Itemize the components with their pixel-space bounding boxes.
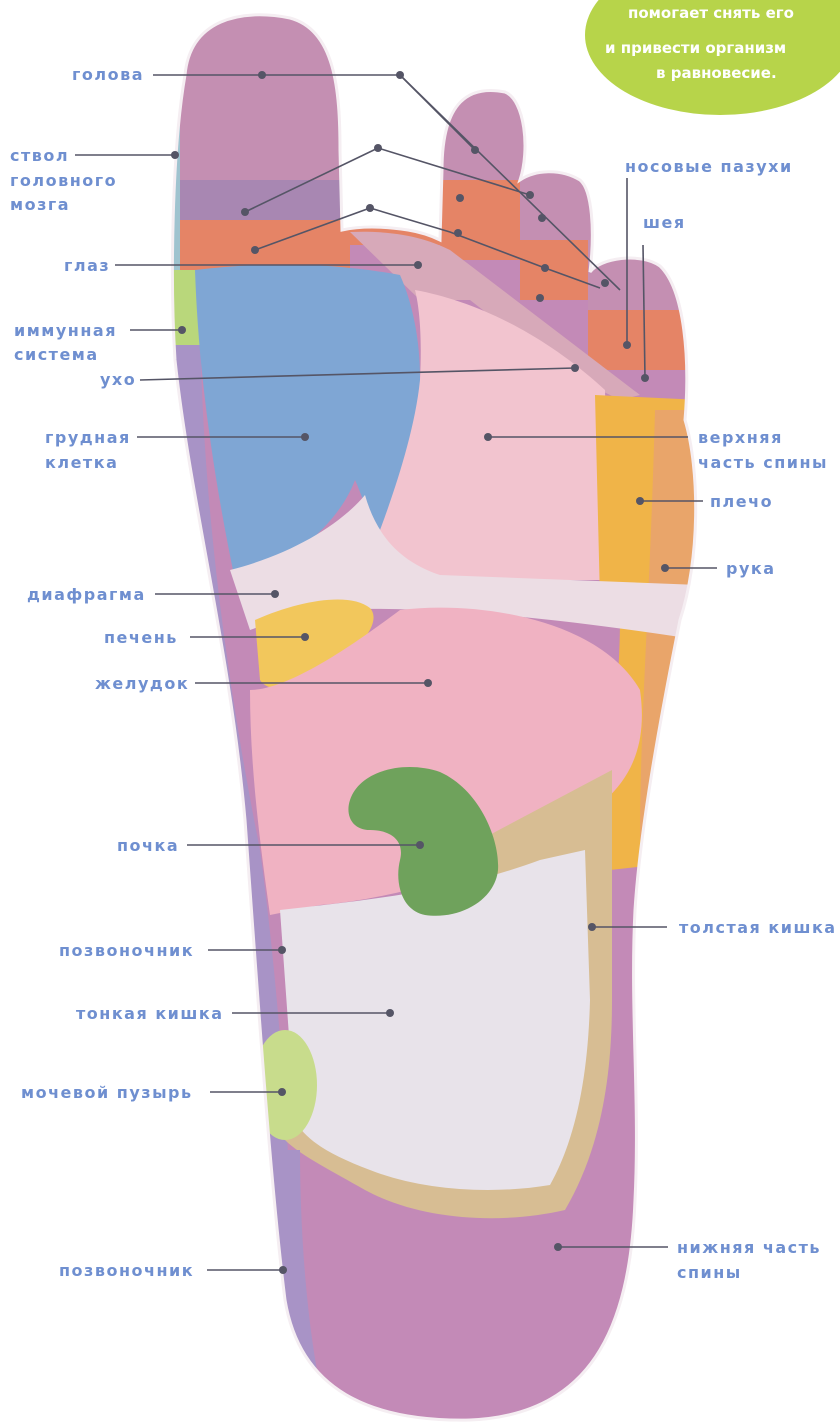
- label-zheludok: желудок: [95, 672, 189, 695]
- toe3-sinus: [440, 180, 530, 260]
- label-golova: голова: [72, 63, 144, 86]
- label-pochka: почка: [117, 834, 179, 857]
- label-nizh-1: нижняя часть: [677, 1236, 821, 1259]
- callout-line-2: и привести организм: [605, 37, 786, 59]
- label-stvol-3: мозга: [10, 193, 70, 216]
- label-tonkaya-kishka: тонкая кишка: [76, 1002, 224, 1025]
- toe2-neck-band: [340, 125, 450, 155]
- label-ruka: рука: [726, 557, 776, 580]
- label-diafragma: диафрагма: [27, 583, 146, 606]
- label-plecho: плечо: [710, 490, 773, 513]
- label-tolstaya-kishka: толстая кишка: [679, 916, 837, 939]
- label-stvol-1: ствол: [10, 144, 69, 167]
- label-grud-2: клетка: [45, 451, 118, 474]
- label-mochevoy-puzyr: мочевой пузырь: [21, 1081, 193, 1104]
- label-glaz: глаз: [64, 254, 110, 277]
- big-toe-sinus-band: [180, 220, 350, 270]
- label-sheya: шея: [643, 211, 686, 234]
- label-pozvonochnik-2: позвоночник: [59, 1259, 194, 1282]
- label-verkh-1: верхняя: [698, 426, 783, 449]
- label-pechen: печень: [104, 626, 178, 649]
- label-ukho: ухо: [100, 368, 136, 391]
- label-immun-1: иммунная: [14, 319, 117, 342]
- label-pozvonochnik-1: позвоночник: [59, 939, 194, 962]
- label-stvol-2: головного: [10, 169, 117, 192]
- label-grud-1: грудная: [45, 426, 131, 449]
- big-toe-brainstem-band: [180, 180, 350, 220]
- callout-line-1: помогает снять его: [628, 2, 794, 24]
- label-nizh-2: спины: [677, 1261, 742, 1284]
- big-toe-head-zone: [180, 0, 350, 180]
- label-verkh-2: часть спины: [698, 451, 828, 474]
- toe2-head: [340, 0, 450, 125]
- immune-zone: [160, 270, 200, 345]
- callout-line-3: в равновесие.: [656, 62, 777, 84]
- label-immun-2: система: [14, 343, 99, 366]
- toe2-sinus-band: [340, 155, 450, 245]
- label-nosovye-pazukhi: носовые пазухи: [625, 155, 793, 178]
